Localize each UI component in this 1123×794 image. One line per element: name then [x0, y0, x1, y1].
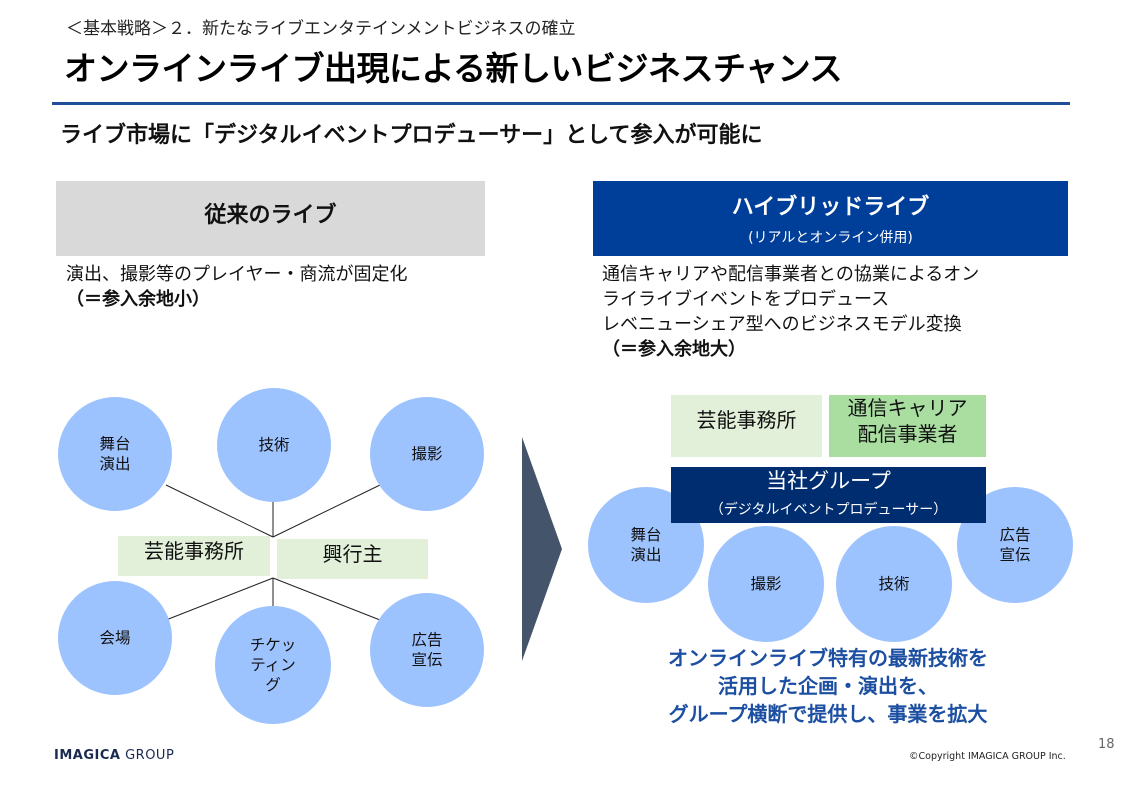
- page-subtitle: ライブ市場に「デジタルイベントプロデューサー」として参入が可能に: [60, 123, 763, 148]
- carrier-label: 通信キャリア: [847, 396, 968, 420]
- circle-label: 舞台: [630, 526, 662, 544]
- left-circle-ticketing: チケッティング: [215, 606, 331, 724]
- conclusion-text: オンラインライブ特有の最新技術を 活用した企画・演出を、 グループ横断で提供し、…: [600, 644, 1056, 728]
- copyright: ©Copyright IMAGICA GROUP Inc.: [909, 751, 1066, 762]
- circle-label: グ: [265, 676, 281, 694]
- hybrid-live-header: ハイブリッドライブ (リアルとオンライン併用): [593, 181, 1068, 256]
- left-circle-photo: 撮影: [370, 397, 484, 511]
- circle-label: 技術: [878, 575, 910, 593]
- circle-label: 撮影: [750, 575, 782, 593]
- left-circle-stage: 舞台演出: [58, 397, 172, 511]
- right-carrier-box: 通信キャリア 配信事業者: [829, 395, 986, 457]
- left-circle-ad: 広告宣伝: [370, 593, 484, 707]
- carrier-label: 配信事業者: [857, 422, 958, 446]
- promoter-label: 興行主: [322, 542, 383, 566]
- circle-label: 広告: [411, 631, 443, 649]
- conclusion-line: オンラインライブ特有の最新技術を: [668, 646, 988, 670]
- circle-label: ティン: [250, 656, 296, 674]
- hybrid-live-header-label: ハイブリッドライブ: [731, 195, 930, 220]
- conventional-live-header-label: 従来のライブ: [204, 203, 337, 228]
- logo-word-a: IMAGICA: [54, 748, 121, 763]
- our-group-label: 当社グループ: [766, 469, 891, 493]
- right-circle-photo: 撮影: [708, 526, 824, 642]
- circle-label: 演出: [99, 455, 131, 473]
- circle-label: チケッ: [249, 636, 297, 654]
- conventional-live-header: 従来のライブ: [56, 181, 485, 256]
- circle-label: 広告: [999, 526, 1031, 544]
- left-agency-box: 芸能事務所: [118, 536, 270, 576]
- circle-label: 宣伝: [999, 546, 1031, 564]
- our-group-sub: （デジタルイベントプロデューサー）: [709, 502, 948, 518]
- circle-label: 技術: [258, 436, 290, 454]
- agency-label: 芸能事務所: [696, 408, 797, 432]
- circle-label: 宣伝: [411, 651, 443, 669]
- hybrid-desc-line: 通信キャリアや配信事業者との協業によるオン: [602, 264, 980, 285]
- conventional-live-description: 演出、撮影等のプレイヤー・商流が固定化 （＝参入余地小）: [66, 262, 407, 312]
- page-title: オンラインライブ出現による新しいビジネスチャンス: [64, 49, 843, 88]
- agency-label: 芸能事務所: [144, 539, 244, 563]
- left-circle-venue: 会場: [58, 581, 172, 695]
- circle-label: 撮影: [411, 445, 443, 463]
- left-circle-tech: 技術: [217, 388, 331, 502]
- title-divider: [52, 102, 1070, 105]
- conclusion-line: 活用した企画・演出を、: [718, 674, 938, 698]
- hybrid-live-header-sub: (リアルとオンライン併用): [748, 230, 913, 246]
- conventional-desc-line: 演出、撮影等のプレイヤー・商流が固定化: [66, 264, 408, 285]
- conventional-desc-emphasis: （＝参入余地小）: [66, 289, 210, 310]
- circle-label: 会場: [99, 629, 131, 647]
- hybrid-desc-emphasis: （＝参入余地大）: [602, 339, 746, 360]
- our-group-box: 当社グループ （デジタルイベントプロデューサー）: [671, 467, 986, 523]
- circle-label: 演出: [630, 546, 662, 564]
- company-logo: IMAGICA GROUP: [54, 748, 174, 763]
- breadcrumb: ＜基本戦略＞２．新たなライブエンタテインメントビジネスの確立: [66, 19, 576, 39]
- conclusion-line: グループ横断で提供し、事業を拡大: [668, 702, 988, 726]
- transition-arrow-icon: [522, 437, 562, 661]
- hybrid-desc-line: ライライブイベントをプロデュース: [602, 289, 890, 310]
- right-circle-tech: 技術: [836, 526, 952, 642]
- page-number: 18: [1098, 737, 1115, 752]
- logo-word-b: GROUP: [125, 748, 175, 763]
- hybrid-live-description: 通信キャリアや配信事業者との協業によるオン ライライブイベントをプロデュース レ…: [602, 262, 979, 362]
- left-promoter-box: 興行主: [277, 539, 428, 579]
- circle-label: 舞台: [99, 435, 131, 453]
- hybrid-desc-line: レベニューシェア型へのビジネスモデル変換: [602, 314, 962, 335]
- right-agency-box: 芸能事務所: [671, 395, 822, 457]
